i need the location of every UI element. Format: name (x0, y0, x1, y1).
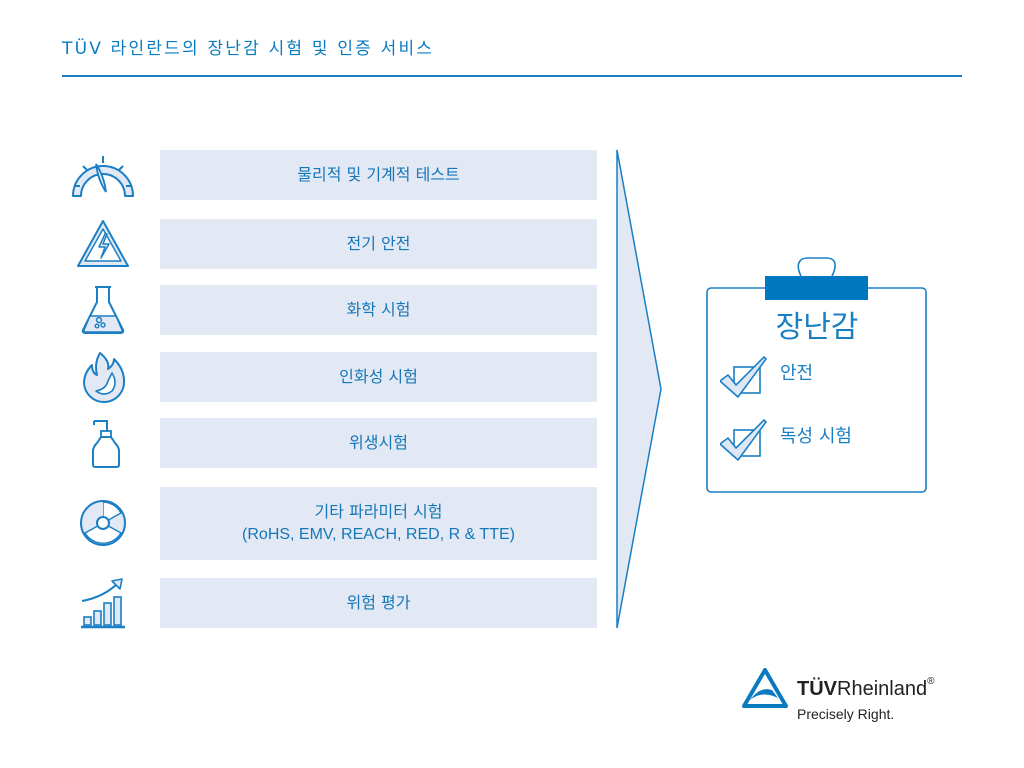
brand-bold: TÜV (797, 678, 837, 700)
checkmark-icon (719, 356, 767, 398)
checklist-item-toxicity: 독성 시험 (719, 418, 852, 468)
service-label: 물리적 및 기계적 테스트 (297, 164, 460, 184)
brand-name: TÜVRheinland® (797, 676, 935, 701)
service-label: 위험 평가 (346, 592, 411, 612)
pump-bottle-icon (70, 418, 136, 468)
service-label: 인화성 시험 (339, 366, 418, 386)
chemistry-flask-icon (70, 285, 136, 335)
service-label: 전기 안전 (346, 233, 411, 253)
registered-mark: ® (927, 676, 935, 687)
service-row-physical-mechanical: 물리적 및 기계적 테스트 (160, 150, 597, 200)
service-row-other-parameters: 기타 파라미터 시험 (RoHS, EMV, REACH, RED, R & T… (160, 487, 597, 560)
service-sublabel: (RoHS, EMV, REACH, RED, R & TTE) (242, 525, 515, 543)
brand-rest: Rheinland (837, 678, 928, 700)
service-row-hygiene: 위생시험 (160, 418, 597, 468)
service-label: 위생시험 (349, 432, 408, 452)
checkmark-icon (719, 419, 767, 461)
radiation-icon (70, 498, 136, 548)
brand-tagline: Precisely Right. (797, 706, 895, 722)
service-label: 기타 파라미터 시험 (314, 502, 443, 522)
page-title: TÜV 라인란드의 장난감 시험 및 인증 서비스 (62, 39, 435, 59)
clipboard-title: 장난감 (775, 310, 859, 345)
service-label: 화학 시험 (346, 299, 411, 319)
service-row-chemical: 화학 시험 (160, 285, 597, 335)
service-row-risk-assessment: 위험 평가 (160, 578, 597, 628)
checklist-label: 독성 시험 (780, 426, 852, 447)
tuv-rheinland-logo: TÜVRheinland® Precisely Right. (742, 668, 982, 728)
service-row-electrical-safety: 전기 안전 (160, 219, 597, 269)
checklist-label: 안전 (780, 363, 814, 384)
flame-icon (70, 352, 136, 404)
service-row-flammability: 인화성 시험 (160, 352, 597, 402)
electrical-warning-icon (70, 219, 136, 269)
growth-chart-icon (70, 578, 136, 629)
tuv-triangle-logo-icon (742, 668, 788, 708)
title-divider (62, 75, 962, 77)
checklist-item-safety: 안전 (719, 355, 813, 405)
gauge-icon (70, 150, 136, 200)
